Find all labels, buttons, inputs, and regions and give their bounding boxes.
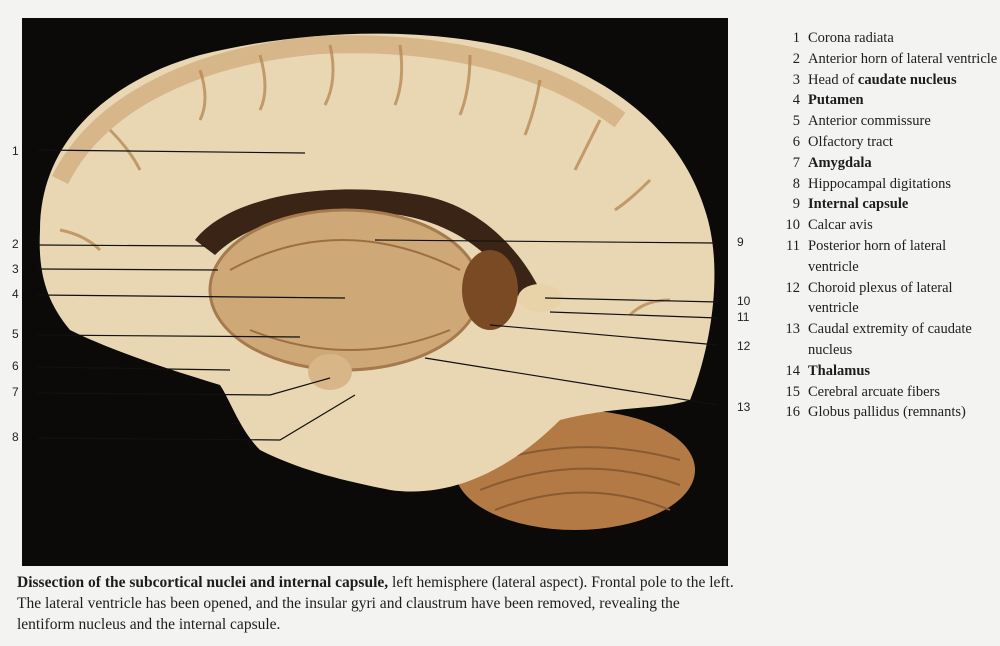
legend-text: Anterior commissure [808, 113, 931, 130]
legend-text-bold: caudate nucleus [857, 71, 957, 88]
legend-number: 9 [792, 196, 800, 213]
legend-item: 5 Anterior commissure [760, 111, 1000, 132]
caption-text: left hemisphere (lateral aspect). Fronta… [17, 574, 734, 633]
legend-number: 13 [785, 321, 801, 338]
legend-item: 10 Calcar avis [760, 215, 1000, 236]
legend-text-bold: Amygdala [808, 154, 872, 171]
label-12: 12 [737, 339, 751, 353]
legend-text-bold: Thalamus [808, 362, 871, 379]
legend-text: Posterior horn of lateral ventricle [808, 237, 947, 275]
legend-item: 11 Posterior horn of lateral ventricle [760, 236, 1000, 278]
legend-number: 7 [792, 154, 800, 171]
legend-item: 4 Putamen [760, 90, 1000, 111]
legend-item: 3 Head of caudate nucleus [760, 70, 1000, 91]
lateral-ventricle [195, 189, 540, 300]
figure-legend: 1 Corona radiata 2 Anterior horn of lateral… [760, 28, 1000, 423]
legend-text: Globus pallidus (remnants) [808, 404, 966, 421]
legend-number: 12 [785, 279, 801, 296]
label-5: 5 [12, 327, 19, 341]
legend-text-bold: Putamen [808, 92, 864, 109]
legend-item: 8 Hippocampal digitations [760, 174, 1000, 195]
legend-number: 14 [785, 362, 801, 379]
legend-number: 15 [785, 383, 801, 400]
legend-number: 16 [785, 404, 801, 421]
label-3: 3 [12, 262, 19, 276]
label-7: 7 [12, 385, 19, 399]
legend-item: 12 Choroid plexus of lateral ventricle [760, 278, 1000, 320]
legend-item: 6 Olfactory tract [760, 132, 1000, 153]
legend-text: Hippocampal digitations [808, 175, 951, 192]
legend-number: 5 [792, 113, 800, 130]
label-13: 13 [737, 400, 751, 414]
legend-text: Choroid plexus of lateral ventricle [808, 279, 953, 317]
legend-text: Calcar avis [808, 217, 873, 234]
label-10: 10 [737, 294, 751, 308]
legend-item: 16 Globus pallidus (remnants) [760, 402, 1000, 423]
legend-number: 8 [792, 175, 800, 192]
legend-item: 14 Thalamus [760, 361, 1000, 382]
legend-text: Corona radiata [808, 30, 894, 46]
legend-item: 7 Amygdala [760, 153, 1000, 174]
legend-text: Cerebral arcuate fibers [808, 383, 941, 400]
legend-item: 13 Caudal extremity of caudate nucleus [760, 319, 1000, 361]
legend-number: 4 [792, 92, 800, 109]
legend-number: 1 [792, 30, 800, 46]
leader-lines [37, 149, 719, 441]
legend-number: 11 [786, 237, 800, 254]
label-11: 11 [737, 310, 750, 324]
legend-text: Head of [808, 71, 858, 88]
label-8: 8 [12, 430, 19, 444]
legend-text: Caudal extremity of caudate nucleus [808, 321, 972, 358]
legend-number: 6 [792, 133, 800, 150]
label-4: 4 [12, 287, 19, 301]
legend-item: 15 Cerebral arcuate fibers [760, 382, 1000, 403]
legend-item: 1 Corona radiata [760, 28, 1000, 49]
legend-item: 9 Internal capsule [760, 194, 1000, 215]
legend-number: 3 [792, 71, 800, 88]
figure-caption: Dissection of the subcortical nuclei and… [17, 572, 737, 635]
legend-item: 2 Anterior horn of lateral ventricle [760, 49, 1000, 70]
label-9: 9 [737, 235, 744, 249]
legend-number: 10 [785, 217, 801, 234]
legend-text-bold: Internal capsule [808, 196, 909, 213]
legend-text: Anterior horn of lateral ventricle [808, 50, 998, 67]
legend-text: Olfactory tract [808, 133, 893, 150]
label-1: 1 [12, 144, 19, 158]
legend-number: 2 [792, 50, 800, 67]
caption-title: Dissection of the subcortical nuclei and… [17, 574, 389, 591]
putamen [208, 208, 482, 372]
label-2: 2 [12, 237, 19, 251]
label-6: 6 [12, 359, 19, 373]
